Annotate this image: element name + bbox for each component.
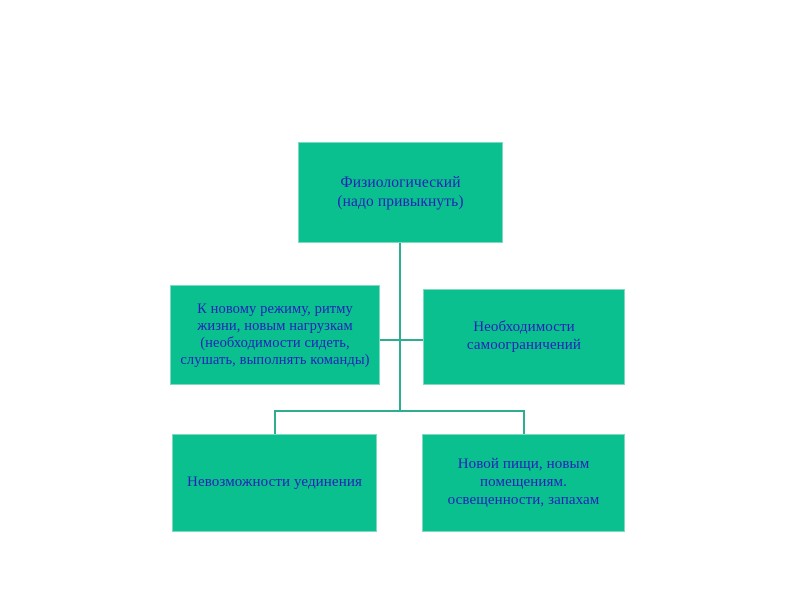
connector-level2-crossbar bbox=[378, 339, 425, 341]
node-new-regime[interactable]: К новому режиму, ритму жизни, новым нагр… bbox=[170, 285, 380, 385]
node-root-physiological[interactable]: Физиологический (надо привыкнуть) bbox=[298, 142, 503, 243]
node-no-solitude-label: Невозможности уединения bbox=[187, 474, 362, 491]
node-root-label: Физиологический (надо привыкнуть) bbox=[337, 174, 464, 210]
node-new-food-premises[interactable]: Новой пищи, новым помещениям. освещеннос… bbox=[422, 434, 625, 532]
node-self-limitation[interactable]: Необходимости самоограничений bbox=[423, 289, 625, 385]
connector-drop-left bbox=[274, 410, 276, 435]
connector-trunk-vertical bbox=[399, 243, 401, 412]
node-self-limitation-label: Необходимости самоограничений bbox=[466, 319, 582, 353]
node-no-solitude[interactable]: Невозможности уединения bbox=[172, 434, 377, 532]
node-new-food-premises-label: Новой пищи, новым помещениям. освещеннос… bbox=[447, 456, 600, 508]
connector-level3-branch-bar bbox=[274, 410, 525, 412]
connector-drop-right bbox=[523, 410, 525, 435]
node-new-regime-label: К новому режиму, ритму жизни, новым нагр… bbox=[180, 300, 370, 369]
